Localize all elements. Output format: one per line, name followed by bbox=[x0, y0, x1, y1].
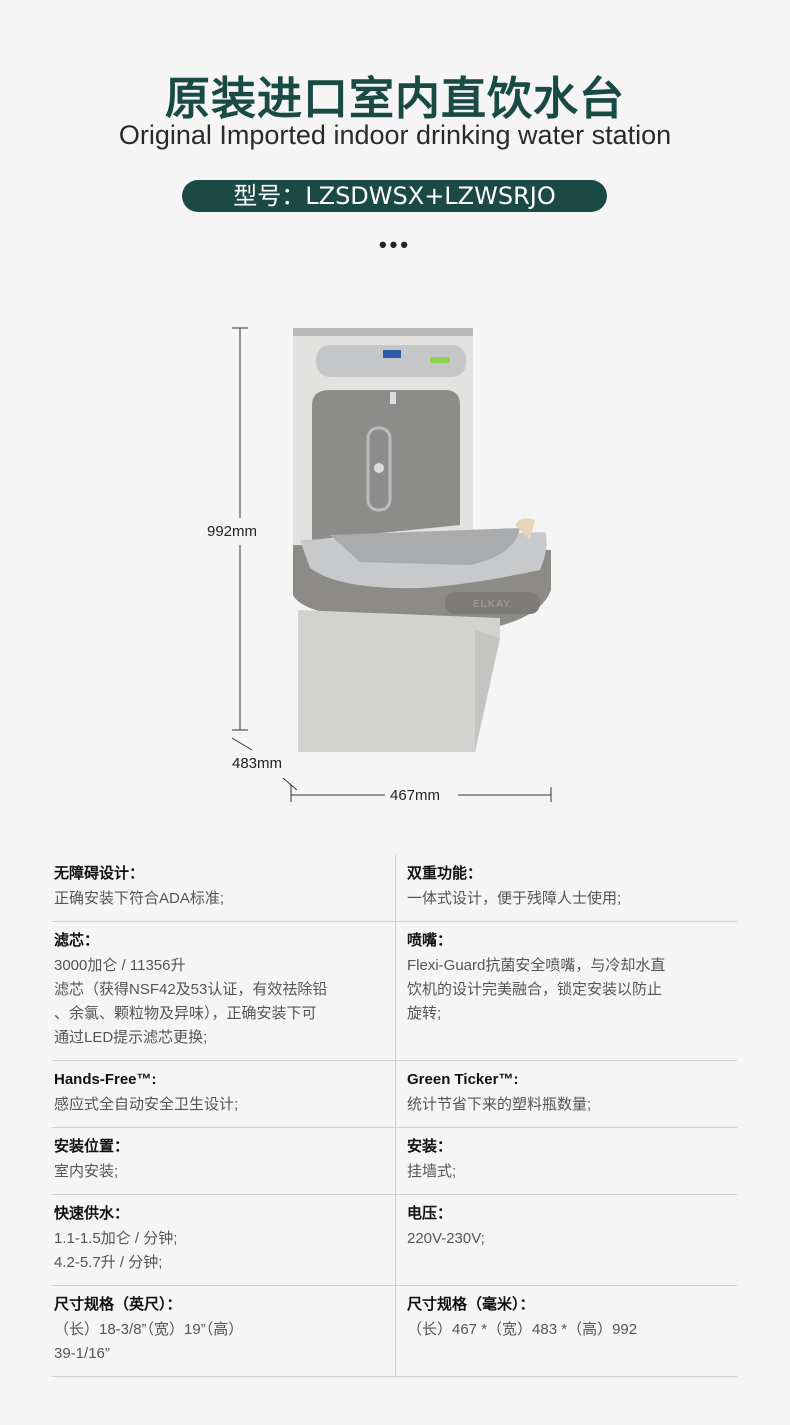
brand-logo-badge bbox=[383, 350, 401, 358]
spec-label: 尺寸规格（毫米）： bbox=[407, 1296, 535, 1313]
spec-row: 无障碍设计： 正确安装下符合ADA标准; 双重功能： 一体式设计，便于残障人士使用; bbox=[52, 855, 737, 922]
spec-value: 1.1-1.5加仑 / 分钟; 4.2-5.7升 / 分钟; bbox=[54, 1230, 178, 1271]
green-ticker-display bbox=[430, 357, 450, 363]
brand-plate bbox=[445, 592, 540, 614]
spec-label: 安装： bbox=[407, 1138, 453, 1155]
spec-label: Hands-Free™: bbox=[54, 1071, 157, 1088]
spec-value: 统计节省下来的塑料瓶数量; bbox=[407, 1096, 592, 1113]
spec-label: Green Ticker™: bbox=[407, 1071, 519, 1088]
spec-label: 无障碍设计： bbox=[54, 865, 145, 882]
spec-value: （长）467 *（宽）483 *（高）992 bbox=[407, 1321, 638, 1338]
spec-value: （长）18-3/8”（宽）19”（高） 39-1/16” bbox=[54, 1321, 244, 1362]
spec-cell: 无障碍设计： 正确安装下符合ADA标准; bbox=[52, 855, 395, 921]
spec-label: 电压： bbox=[407, 1205, 453, 1222]
spec-row: 尺寸规格（英尺）：（长）18-3/8”（宽）19”（高） 39-1/16”尺寸规… bbox=[52, 1286, 737, 1377]
model-badge: 型号：LZSDWSX+LZWSRJO bbox=[182, 180, 607, 212]
page-subtitle: Original Imported indoor drinking water … bbox=[118, 120, 672, 150]
spec-cell: Green Ticker™: 统计节省下来的塑料瓶数量; bbox=[395, 1061, 737, 1127]
spec-value: 室内安装; bbox=[54, 1163, 119, 1180]
spec-cell: 安装位置： 室内安装; bbox=[52, 1128, 395, 1194]
spec-label: 滤芯： bbox=[54, 932, 100, 949]
depth-dimension: 483mm bbox=[232, 755, 283, 772]
product-image: ELKAY bbox=[231, 327, 552, 802]
spec-value: Flexi-Guard抗菌安全喷嘴，与冷却水直 饮机的设计完美融合，锁定安装以防… bbox=[407, 957, 666, 1022]
spec-cell: 电压： 220V-230V; bbox=[395, 1195, 737, 1285]
spec-value: 正确安装下符合ADA标准; bbox=[54, 890, 225, 907]
spec-label: 快速供水： bbox=[54, 1205, 130, 1222]
spec-row: 快速供水： 1.1-1.5加仑 / 分钟; 4.2-5.7升 / 分钟; 电压： 22… bbox=[52, 1195, 737, 1286]
sensor-icon bbox=[374, 463, 384, 473]
spec-value: 3000加仑 / 11356升 滤芯（获得NSF42及53认证，有效祛除铅 、余… bbox=[54, 957, 328, 1046]
spec-row: 安装位置： 室内安装; 安装： 挂墙式; bbox=[52, 1128, 737, 1195]
spec-cell: 双重功能： 一体式设计，便于残障人士使用; bbox=[395, 855, 737, 921]
width-dimension: 467mm bbox=[390, 787, 441, 804]
spec-cell: 快速供水： 1.1-1.5加仑 / 分钟; 4.2-5.7升 / 分钟; bbox=[52, 1195, 395, 1285]
spec-row: Hands-Free™: 感应式全自动安全卫生设计; Green Ticker™: 统… bbox=[52, 1061, 737, 1128]
spec-cell: 安装： 挂墙式; bbox=[395, 1128, 737, 1194]
spec-label: 尺寸规格（英尺）： bbox=[54, 1296, 182, 1313]
spec-label: 喷嘴： bbox=[407, 932, 453, 949]
spec-row: 滤芯： 3000加仑 / 11356升 滤芯（获得NSF42及53认证，有效祛除铅… bbox=[52, 922, 737, 1061]
spec-cell: 滤芯： 3000加仑 / 11356升 滤芯（获得NSF42及53认证，有效祛除铅… bbox=[52, 922, 395, 1060]
spec-value: 感应式全自动安全卫生设计; bbox=[54, 1096, 239, 1113]
bubbler-nozzle bbox=[515, 518, 535, 540]
spec-cell: 尺寸规格（毫米）： （长）467 *（宽）483 *（高）992 bbox=[395, 1286, 737, 1376]
spec-label: 安装位置： bbox=[54, 1138, 130, 1155]
spec-cell: Hands-Free™: 感应式全自动安全卫生设计; bbox=[52, 1061, 395, 1127]
bottle-icon bbox=[366, 426, 392, 512]
page-title: 原装进口室内直饮水台 bbox=[164, 72, 625, 125]
more-dots-icon: ••• bbox=[378, 232, 412, 257]
spec-value: 一体式设计，便于残障人士使用; bbox=[407, 890, 622, 907]
spec-cell: 喷嘴： Flexi-Guard抗菌安全喷嘴，与冷却水直 饮机的设计完美融合，锁定安… bbox=[395, 922, 737, 1060]
height-dimension: 992mm bbox=[207, 523, 258, 540]
spec-table: 无障碍设计： 正确安装下符合ADA标准; 双重功能： 一体式设计，便于残障人士使用; 滤… bbox=[52, 855, 737, 1377]
brand-name: ELKAY bbox=[473, 599, 511, 610]
spec-label: 双重功能： bbox=[407, 865, 483, 882]
dimension-lines bbox=[231, 327, 552, 802]
spec-cell: 尺寸规格（英尺）： （长）18-3/8”（宽）19”（高） 39-1/16” bbox=[52, 1286, 395, 1376]
spec-value: 220V-230V; bbox=[407, 1230, 485, 1247]
spec-value: 挂墙式; bbox=[407, 1163, 457, 1180]
